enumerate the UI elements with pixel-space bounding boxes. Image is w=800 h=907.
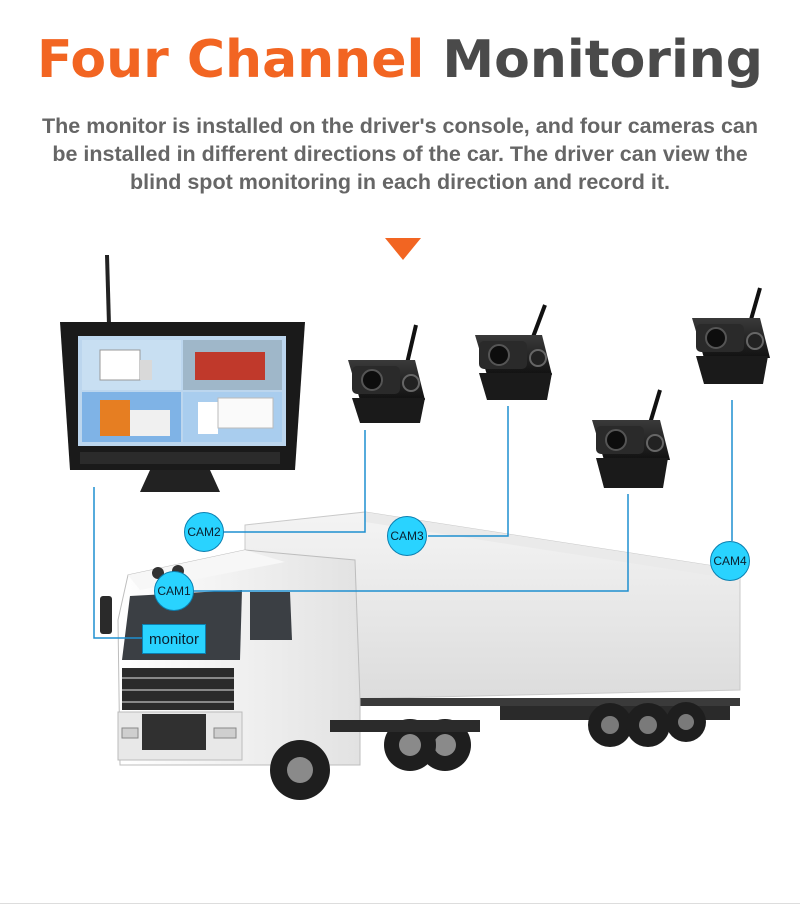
cam4-label: CAM4 xyxy=(710,541,750,581)
title-accent: Four Channel xyxy=(36,30,425,90)
camera-3 xyxy=(475,304,552,400)
page-title: Four Channel Monitoring xyxy=(0,30,800,90)
monitor-label: monitor xyxy=(142,624,206,654)
monitor-device xyxy=(60,254,305,492)
truck-illustration xyxy=(100,511,741,800)
camera-cam1 xyxy=(592,389,670,488)
cam2-label: CAM2 xyxy=(184,512,224,552)
divider xyxy=(0,903,800,904)
cam3-label: CAM3 xyxy=(387,516,427,556)
connection-lines xyxy=(93,400,733,639)
description-text: The monitor is installed on the driver's… xyxy=(42,114,758,194)
cam1-label: CAM1 xyxy=(154,571,194,611)
camera-4 xyxy=(692,287,770,384)
down-arrow-icon xyxy=(385,238,421,260)
camera-2 xyxy=(348,324,425,423)
title-main: Monitoring xyxy=(442,30,764,90)
